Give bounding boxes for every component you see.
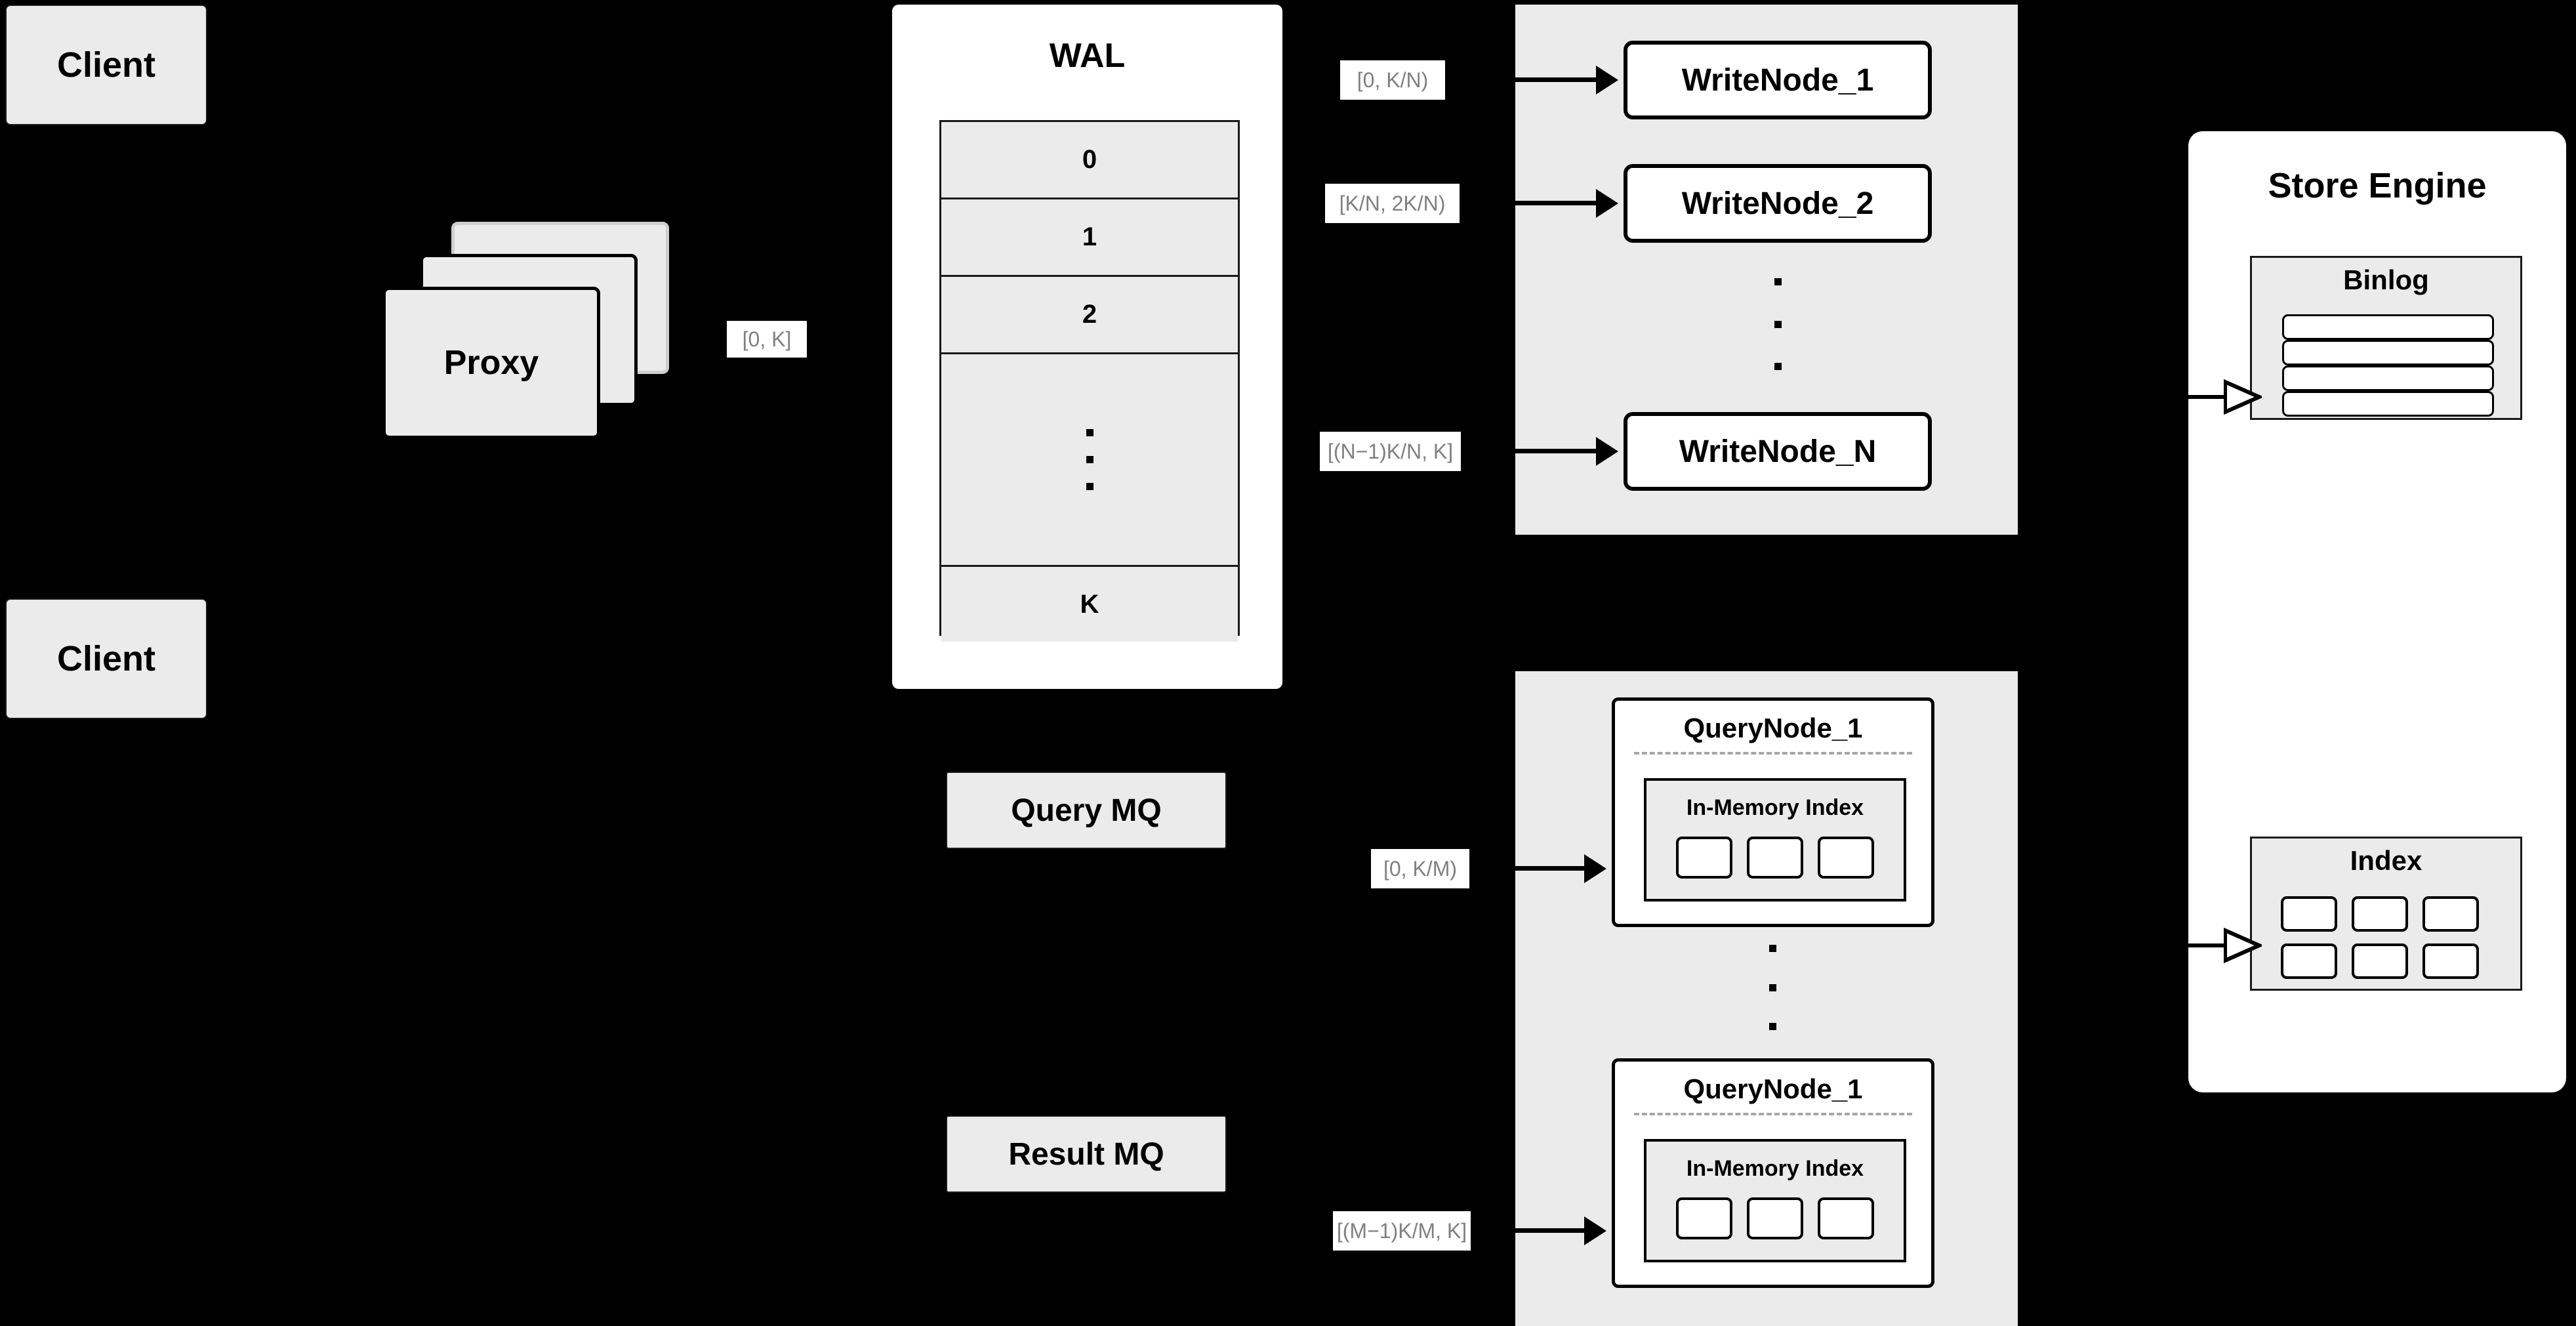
result-mq-label: Result MQ xyxy=(1008,1136,1164,1172)
index-cell[interactable] xyxy=(2423,943,2479,979)
store-engine-title: Store Engine xyxy=(2268,166,2487,205)
binlog-row[interactable] xyxy=(2282,365,2494,391)
binlog-row[interactable] xyxy=(2282,340,2494,365)
ellipsis-dot xyxy=(1768,984,1776,991)
query-node-title: QueryNode_1 xyxy=(1683,1073,1863,1104)
index-cell[interactable] xyxy=(2281,943,2337,979)
index-segment[interactable] xyxy=(1747,1197,1803,1239)
binlog-panel: Binlog xyxy=(2250,256,2522,420)
client-box-2[interactable]: Client xyxy=(5,598,207,719)
wal-row-last: K xyxy=(941,567,1238,642)
query-node-separator xyxy=(1633,752,1913,755)
query-mq-box[interactable]: Query MQ xyxy=(946,772,1227,849)
connector-querynode-m xyxy=(1471,1228,1584,1233)
edge-label-writenode-2: [K/N, 2K/N) xyxy=(1325,184,1460,223)
query-mq-label: Query MQ xyxy=(1011,793,1162,828)
binlog-row[interactable] xyxy=(2282,314,2494,340)
in-memory-index-m: In-Memory Index xyxy=(1644,1139,1906,1262)
index-cell[interactable] xyxy=(2352,896,2408,932)
result-mq-box[interactable]: Result MQ xyxy=(946,1115,1227,1193)
query-cluster-ellipsis xyxy=(1765,945,1780,1030)
arrowhead-querynode-1 xyxy=(1584,854,1606,883)
wal-ellipsis-row xyxy=(941,354,1238,567)
in-memory-index-1: In-Memory Index xyxy=(1644,778,1906,901)
ellipsis-dot xyxy=(1768,945,1776,952)
write-node-1[interactable]: WriteNode_1 xyxy=(1624,41,1932,119)
ellipsis-dot xyxy=(1774,278,1782,285)
write-cluster-ellipsis xyxy=(1770,278,1786,370)
index-segment[interactable] xyxy=(1676,1197,1732,1239)
arrowhead-writenode-n xyxy=(1596,437,1618,466)
index-segment-row xyxy=(1676,837,1874,879)
ellipsis-dot xyxy=(1774,320,1782,328)
index-segment[interactable] xyxy=(1747,837,1803,879)
binlog-title: Binlog xyxy=(2343,264,2429,295)
write-node-n[interactable]: WriteNode_N xyxy=(1624,412,1932,491)
binlog-row[interactable] xyxy=(2282,391,2494,417)
connector-to-binlog xyxy=(2188,395,2229,399)
wal-row: 0 xyxy=(941,122,1238,199)
index-cell[interactable] xyxy=(2352,943,2408,979)
index-segment[interactable] xyxy=(1676,837,1732,879)
arrowhead-writenode-1 xyxy=(1596,66,1618,94)
query-node-1[interactable]: QueryNode_1 In-Memory Index xyxy=(1612,697,1934,927)
index-cell[interactable] xyxy=(2281,896,2337,932)
index-panel: Index xyxy=(2250,837,2522,991)
ellipsis-dot xyxy=(1768,1023,1776,1030)
query-node-m[interactable]: QueryNode_1 In-Memory Index xyxy=(1612,1058,1934,1288)
edge-label-writenode-n: [(N−1)K/N, K] xyxy=(1320,432,1461,471)
ellipsis-dot xyxy=(1086,456,1094,463)
connector-writenode-1 xyxy=(1453,77,1596,82)
query-node-separator xyxy=(1633,1113,1913,1115)
index-title: Index xyxy=(2350,845,2423,876)
proxy-label: Proxy xyxy=(443,344,539,382)
wal-title: WAL xyxy=(1049,37,1126,75)
connector-querynode-1 xyxy=(1471,866,1584,871)
store-engine-panel: Store Engine Binlog Index xyxy=(2188,131,2566,1092)
ellipsis-dot xyxy=(1774,363,1782,370)
connector-writenode-2 xyxy=(1462,201,1596,205)
edge-label-proxy-to-wal: [0, K] xyxy=(727,321,807,358)
arrowhead-querynode-m xyxy=(1584,1216,1606,1245)
in-memory-index-title: In-Memory Index xyxy=(1686,1156,1864,1181)
edge-label-writenode-1: [0, K/N) xyxy=(1340,60,1445,100)
wal-table: 0 1 2 K xyxy=(939,120,1240,642)
index-segment[interactable] xyxy=(1818,1197,1874,1239)
write-node-2[interactable]: WriteNode_2 xyxy=(1624,164,1932,243)
edge-label-querynode-m: [(M−1)K/M, K] xyxy=(1333,1211,1471,1251)
connector-to-index xyxy=(2188,943,2229,947)
arrowhead-open-binlog-icon xyxy=(2224,379,2262,415)
client-label: Client xyxy=(56,45,155,85)
index-cell[interactable] xyxy=(2423,896,2479,932)
in-memory-index-title: In-Memory Index xyxy=(1686,795,1864,820)
arrowhead-open-index-icon xyxy=(2224,928,2262,963)
ellipsis-dot xyxy=(1086,429,1094,436)
index-segment-row xyxy=(1676,1197,1874,1239)
write-node-label: WriteNode_1 xyxy=(1681,62,1874,98)
wal-row: 1 xyxy=(941,199,1238,277)
index-segment[interactable] xyxy=(1818,837,1874,879)
edge-label-querynode-1: [0, K/M) xyxy=(1371,849,1469,888)
write-node-label: WriteNode_2 xyxy=(1681,186,1874,221)
query-node-title: QueryNode_1 xyxy=(1683,713,1863,743)
client-box-1[interactable]: Client xyxy=(5,5,207,125)
wal-row: 2 xyxy=(941,277,1238,354)
client-label: Client xyxy=(56,639,155,678)
arrowhead-writenode-2 xyxy=(1596,189,1618,218)
connector-writenode-n xyxy=(1462,449,1596,453)
proxy-box[interactable]: Proxy xyxy=(382,287,600,439)
write-node-label: WriteNode_N xyxy=(1679,434,1877,469)
ellipsis-dot xyxy=(1086,483,1094,490)
wal-panel: WAL 0 1 2 K xyxy=(892,5,1282,689)
